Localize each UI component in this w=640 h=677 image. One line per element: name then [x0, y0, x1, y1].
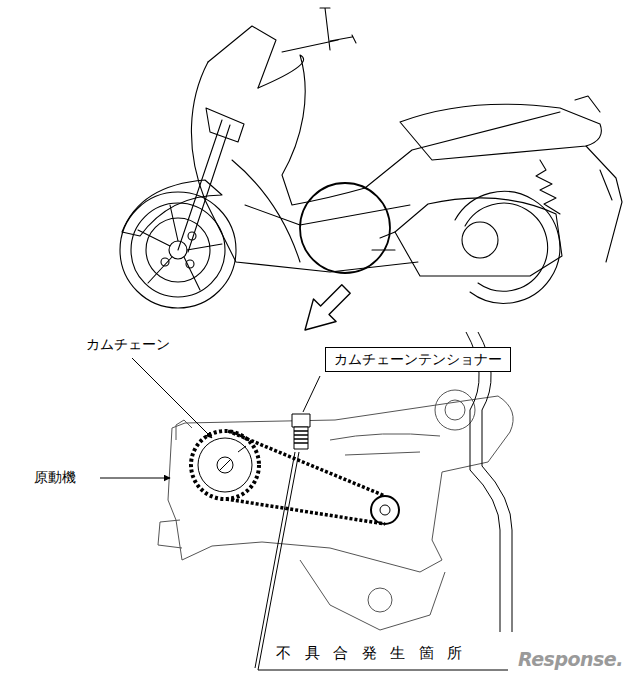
case-boss [435, 390, 475, 430]
headlight [206, 108, 244, 142]
head-parts [158, 420, 192, 548]
front-fender [122, 180, 222, 236]
part-label: 原動機 [34, 469, 76, 486]
engine-case [168, 396, 513, 572]
belt-cover [395, 198, 562, 276]
part-name: カムチェーンテンショナー [334, 351, 502, 368]
tail [586, 146, 622, 262]
handlebar [282, 35, 356, 52]
cam-sprocket [191, 431, 259, 499]
leader-line [258, 452, 508, 670]
frame-lines [372, 232, 395, 250]
engine-detail [100, 332, 513, 670]
rear-shock [536, 160, 560, 214]
leader-arrow [132, 358, 212, 438]
leg-shield [258, 55, 560, 205]
part-label: カムチェーン [86, 336, 170, 353]
cover-boss [462, 222, 498, 258]
highlight-circle [300, 183, 390, 273]
tensioner-head [292, 414, 310, 427]
windscreen [208, 26, 276, 88]
lower-case [300, 560, 445, 630]
leader-line [255, 452, 295, 668]
rear-wheel [455, 191, 560, 303]
leader-arrow [100, 478, 170, 479]
part-name-box: カムチェーンテンショナー [325, 347, 511, 372]
hollow-arrow [305, 285, 350, 330]
front-fork [178, 120, 230, 252]
case-lines [330, 434, 440, 455]
leader-line [303, 376, 320, 412]
body-panel-edge [466, 332, 512, 632]
grab-rail [575, 96, 600, 112]
fault-location-label: 不具合発生箇所 [276, 644, 476, 662]
seat [400, 104, 601, 160]
crank-sprocket [371, 496, 399, 524]
tensioner-body [294, 427, 308, 449]
watermark: Response. [518, 648, 623, 671]
body-lines [232, 160, 410, 262]
